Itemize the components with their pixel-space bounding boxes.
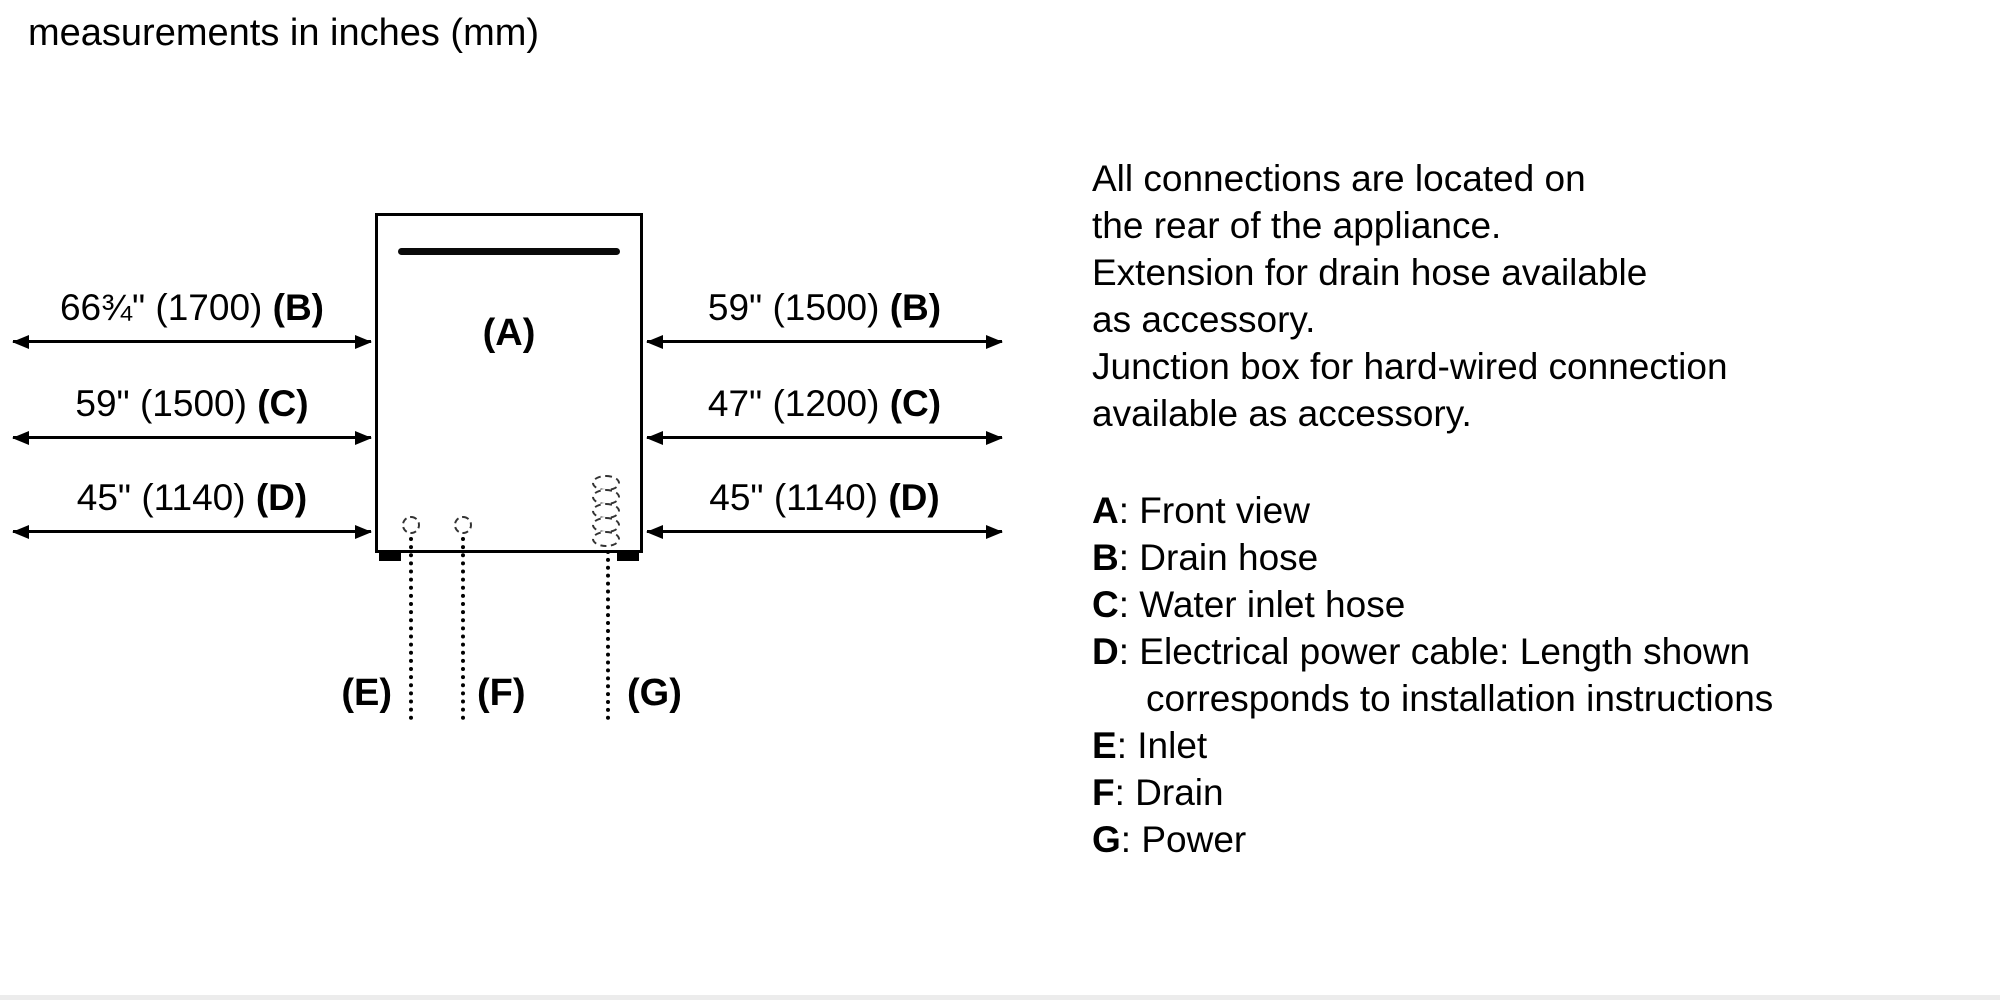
drain-port-icon	[454, 516, 472, 534]
legend-key: B	[1092, 537, 1119, 578]
measurement-value: 47" (1200)	[707, 383, 880, 424]
legend-key: G	[1092, 819, 1121, 860]
appliance-handle-bar	[398, 248, 620, 255]
legend-text: : Water inlet hose	[1118, 584, 1406, 625]
measurement-arrow-right-power	[647, 530, 1002, 533]
leader-line-inlet	[409, 537, 413, 720]
measurement-label-right-inlet: 47" (1200) (C)	[647, 383, 1002, 425]
bottom-edge-divider	[0, 995, 2000, 1000]
legend-item-a: A: Front view	[1092, 487, 1773, 534]
note-line: the rear of the appliance.	[1092, 205, 1502, 246]
legend-key: F	[1092, 772, 1115, 813]
label-drain: (F)	[477, 672, 526, 714]
note-line: available as accessory.	[1092, 393, 1472, 434]
legend-text: : Electrical power cable: Length shown c…	[1118, 631, 1774, 719]
measurement-arrow-left-inlet	[13, 436, 371, 439]
measurement-label-right-drain: 59" (1500) (B)	[647, 287, 1002, 329]
legend-text: : Drain	[1114, 772, 1224, 813]
measurement-label-left-inlet: 59" (1500) (C)	[13, 383, 371, 425]
measurement-value: 59" (1500)	[707, 287, 880, 328]
legend-item-c: C: Water inlet hose	[1092, 581, 1773, 628]
measurement-ref: (D)	[255, 477, 308, 518]
legend-key: A	[1092, 490, 1119, 531]
measurement-label-left-drain: 66¾" (1700) (B)	[13, 287, 371, 329]
legend-item-g: G: Power	[1092, 816, 1773, 863]
legend-item-d: D: Electrical power cable: Length shown …	[1092, 628, 1773, 722]
note-line: Junction box for hard-wired connection	[1092, 346, 1728, 387]
measurement-value: 45" (1140)	[709, 477, 879, 518]
measurement-arrow-left-drain	[13, 340, 371, 343]
appliance-foot-right	[617, 551, 639, 561]
measurement-ref: (D)	[888, 477, 940, 518]
legend-text: : Drain hose	[1118, 537, 1319, 578]
legend-key: D	[1092, 631, 1119, 672]
power-cable-coil-icon	[592, 475, 620, 547]
appliance-foot-left	[379, 551, 401, 561]
legend-key: C	[1092, 584, 1119, 625]
page-title: measurements in inches (mm)	[28, 12, 540, 54]
measurement-value: 45" (1140)	[76, 477, 246, 518]
legend-item-e: E: Inlet	[1092, 722, 1773, 769]
legend-key: E	[1092, 725, 1117, 766]
inlet-port-icon	[402, 516, 420, 534]
measurement-arrow-right-drain	[647, 340, 1002, 343]
note-line: as accessory.	[1092, 299, 1316, 340]
measurement-ref: (B)	[889, 287, 942, 328]
label-front-view: (A)	[482, 312, 536, 354]
connection-notes: All connections are located on the rear …	[1092, 155, 1728, 437]
note-line: Extension for drain hose available	[1092, 252, 1648, 293]
legend-item-f: F: Drain	[1092, 769, 1773, 816]
measurement-value: 59" (1500)	[75, 383, 247, 424]
legend-text: : Power	[1120, 819, 1247, 860]
measurement-ref: (B)	[272, 287, 325, 328]
measurement-label-left-power: 45" (1140) (D)	[13, 477, 371, 519]
legend-text: : Front view	[1118, 490, 1310, 531]
label-power: (G)	[627, 672, 682, 714]
legend: A: Front view B: Drain hose C: Water inl…	[1092, 487, 1773, 863]
measurement-value: 66¾" (1700)	[59, 287, 263, 328]
legend-text: : Inlet	[1116, 725, 1208, 766]
measurement-ref: (C)	[257, 383, 309, 424]
legend-item-b: B: Drain hose	[1092, 534, 1773, 581]
measurement-ref: (C)	[889, 383, 942, 424]
leader-line-power	[606, 550, 610, 720]
measurement-label-right-power: 45" (1140) (D)	[647, 477, 1002, 519]
note-line: All connections are located on	[1092, 158, 1586, 199]
leader-line-drain	[461, 537, 465, 720]
appliance-front-view: (A)	[375, 213, 643, 553]
measurement-arrow-left-power	[13, 530, 371, 533]
measurement-arrow-right-inlet	[647, 436, 1002, 439]
label-inlet: (E)	[341, 672, 392, 714]
